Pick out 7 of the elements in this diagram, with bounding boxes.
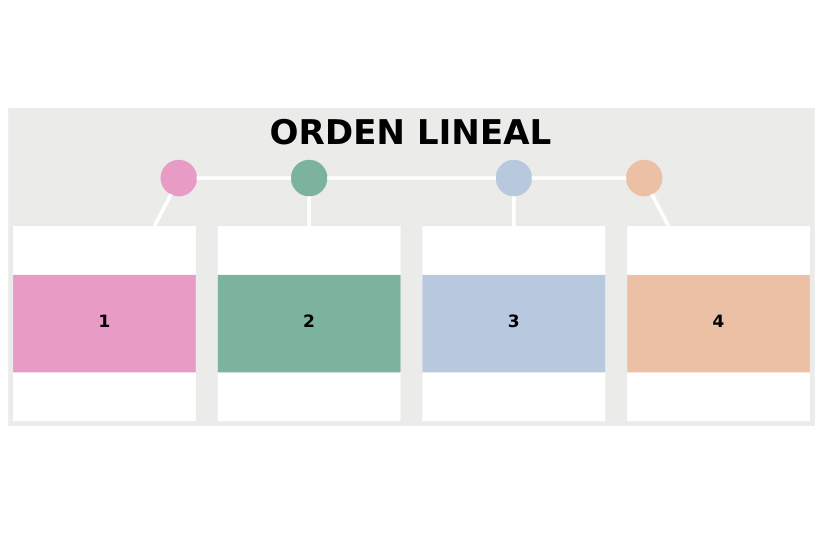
diagram-title: ORDEN LINEAL [270,112,552,153]
node-circle [496,160,532,196]
node-circle [290,160,328,196]
connector [152,193,173,227]
connector [650,193,670,227]
node-circle [160,160,198,196]
node-circle [626,160,662,196]
